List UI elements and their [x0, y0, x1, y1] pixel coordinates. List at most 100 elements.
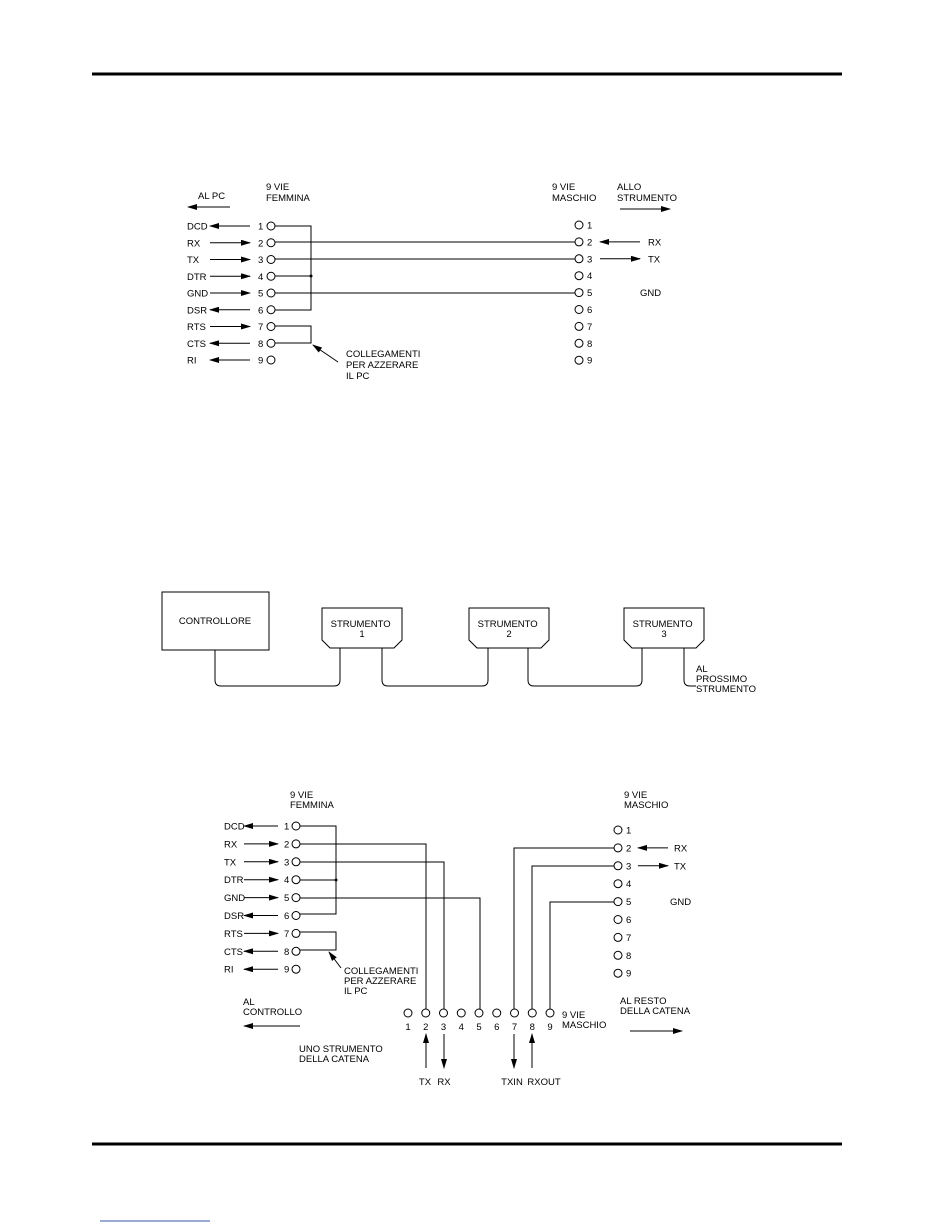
pin-number: 1: [284, 822, 289, 833]
pin-number: 2: [587, 237, 592, 248]
pin-circle: [510, 1008, 519, 1018]
pin-number: 9: [284, 965, 289, 976]
pin-number: 8: [587, 339, 592, 350]
pin-number: 2: [423, 1022, 428, 1033]
pin-row-4: DTR 4: [224, 875, 301, 886]
signal-label: RTS: [187, 322, 206, 333]
pc-direction-label: AL PC: [198, 191, 225, 202]
pin-number: 5: [284, 893, 289, 904]
pin-circle: [291, 928, 301, 938]
pin-number: 8: [626, 951, 631, 962]
pin-circle: [574, 338, 584, 348]
pin-circle: [545, 1008, 555, 1018]
pin-circle: [291, 911, 301, 920]
bottom-pin-9: 9: [545, 1008, 555, 1033]
pin-number: 7: [284, 929, 289, 940]
signal-label: RTS: [224, 929, 243, 940]
signal-label: RX: [648, 237, 662, 248]
pin-number: 1: [258, 222, 263, 233]
male-pin-row-1: 1: [613, 825, 631, 837]
pin-number: 9: [626, 969, 631, 980]
pin-number: 3: [258, 255, 263, 266]
male-pin-row-8: 8: [574, 338, 592, 350]
pin-number: 6: [587, 305, 592, 316]
pin-number: 3: [441, 1022, 446, 1033]
male-connector-label: 9 VIE MASCHIO: [552, 182, 596, 204]
male-pin-row-1: 1: [574, 220, 592, 232]
bottom-pin-2: 2: [421, 1008, 431, 1033]
chain-cable-2: [381, 648, 489, 687]
to-rest-label: AL RESTO DELLA CATENA: [620, 996, 691, 1017]
pin-circle: [613, 825, 623, 835]
pin-number: 4: [284, 875, 289, 886]
signal-label: GND: [640, 288, 661, 299]
reset-links-note-3: COLLEGAMENTI PER AZZERARE IL PC: [344, 966, 421, 997]
signal-label: TX: [224, 857, 237, 868]
pin-row-8: CTS 8: [224, 946, 301, 958]
pin-number: 7: [626, 933, 631, 944]
pin-circle: [266, 288, 276, 298]
pin-number: 9: [547, 1022, 552, 1033]
daisy-chain-diagram: CONTROLLORE STRUMENTO 1 STRUMENTO 2 STRU…: [161, 591, 756, 695]
male-connector-label-3: 9 VIE MASCHIO: [624, 790, 668, 811]
pin-circle: [291, 946, 301, 956]
pin-circle: [291, 839, 301, 849]
pin-number: 5: [626, 897, 631, 908]
signal-label: GND: [670, 897, 691, 908]
signal-label: DTR: [224, 875, 244, 886]
to-control-label: AL CONTROLLO: [243, 997, 302, 1018]
bottom-pin-1: 1: [403, 1008, 413, 1033]
pin-circle: [574, 254, 584, 264]
signal-label: DCD: [187, 222, 208, 233]
pin-number: 5: [587, 288, 592, 299]
pin-circle: [527, 1008, 537, 1018]
instrument-2-label: STRUMENTO 2: [478, 619, 541, 640]
pin-circle: [266, 221, 276, 231]
signal-label: RX: [674, 843, 688, 854]
pin-circle: [474, 1008, 484, 1018]
pin-circle: [574, 220, 584, 230]
pin-circle: [574, 305, 584, 314]
pin-number: 7: [587, 322, 592, 333]
instrument-3-box: [623, 607, 705, 649]
pin-number: 7: [512, 1022, 517, 1033]
signal-label: CTS: [224, 947, 243, 958]
pin-number: 6: [626, 915, 631, 926]
pin-circle: [403, 1008, 413, 1018]
pc-cable-diagram: AL PC 9 VIE FEMMINA 9 VIE MASCHIO ALLO S…: [187, 182, 677, 382]
next-instrument-label: AL PROSSIMO STRUMENTO: [696, 664, 756, 695]
pin-number: 8: [284, 947, 289, 958]
male-pin-row-5: 5 GND: [613, 897, 691, 908]
pin-number: 3: [284, 857, 289, 868]
bottom-pin-6: 6: [492, 1008, 502, 1033]
signal-label: DTR: [187, 272, 207, 283]
pin-row-3: TX 3: [224, 857, 301, 868]
pin-number: 8: [530, 1022, 535, 1033]
pin-circle: [266, 322, 276, 331]
chain-cable-3: [527, 648, 643, 687]
signal-label: GND: [224, 893, 245, 904]
pin-number: 4: [258, 272, 263, 283]
pin-circle: [613, 897, 623, 907]
signal-label: TX: [187, 255, 200, 266]
pin-circle: [421, 1008, 431, 1018]
pin-circle: [574, 288, 584, 298]
pc-wiring: [275, 225, 575, 363]
pin-number: 1: [626, 826, 631, 837]
pin-row-3: TX 3: [187, 255, 276, 266]
instrument-1-label: STRUMENTO 1: [331, 619, 394, 640]
male-pin-row-9: 9: [574, 355, 592, 367]
signal-label: TX: [674, 861, 687, 872]
pin-circle: [266, 355, 276, 365]
pin-circle: [266, 271, 276, 281]
